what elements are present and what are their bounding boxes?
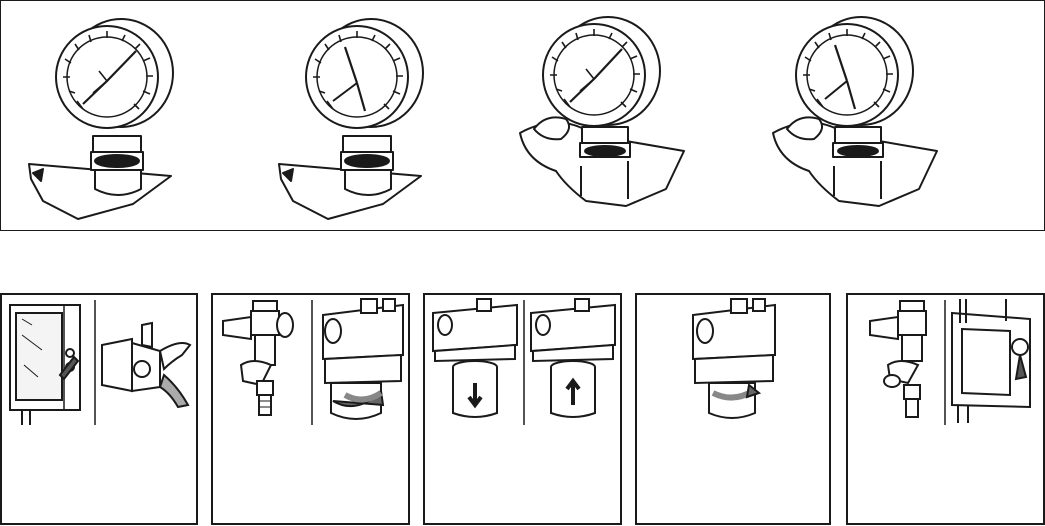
fitting-assembly-icon <box>213 295 408 435</box>
step-panel-4 <box>635 293 831 525</box>
filter-down-icon <box>433 299 517 417</box>
filter-unscrew-icon <box>323 299 403 419</box>
filter-up-icon <box>531 299 615 417</box>
pressure-gauge-2-icon <box>273 1 433 226</box>
step-panel-1 <box>0 293 198 525</box>
step-caption <box>8 435 190 515</box>
filter-replace-icon <box>425 295 620 435</box>
pressure-gauge-4-icon <box>769 1 944 226</box>
device-cabinet-icon <box>952 299 1030 423</box>
device-cabinet-icon <box>2 295 196 435</box>
pressure-gauge-3-icon <box>516 1 691 226</box>
step-panel-2 <box>211 293 410 525</box>
step-caption <box>219 435 402 515</box>
pressure-gauge-1-icon <box>23 1 183 226</box>
fitting-assembly-icon <box>870 301 926 417</box>
gauge-sequence-panel <box>0 0 1045 231</box>
step-panel-5 <box>846 293 1045 525</box>
filter-screw-icon <box>637 295 829 435</box>
step-caption <box>431 435 614 515</box>
reassembly-icon <box>848 295 1043 435</box>
step-caption <box>854 435 1037 515</box>
valve-handle-icon <box>102 323 190 407</box>
step-caption <box>643 435 823 515</box>
step-panel-3 <box>423 293 622 525</box>
